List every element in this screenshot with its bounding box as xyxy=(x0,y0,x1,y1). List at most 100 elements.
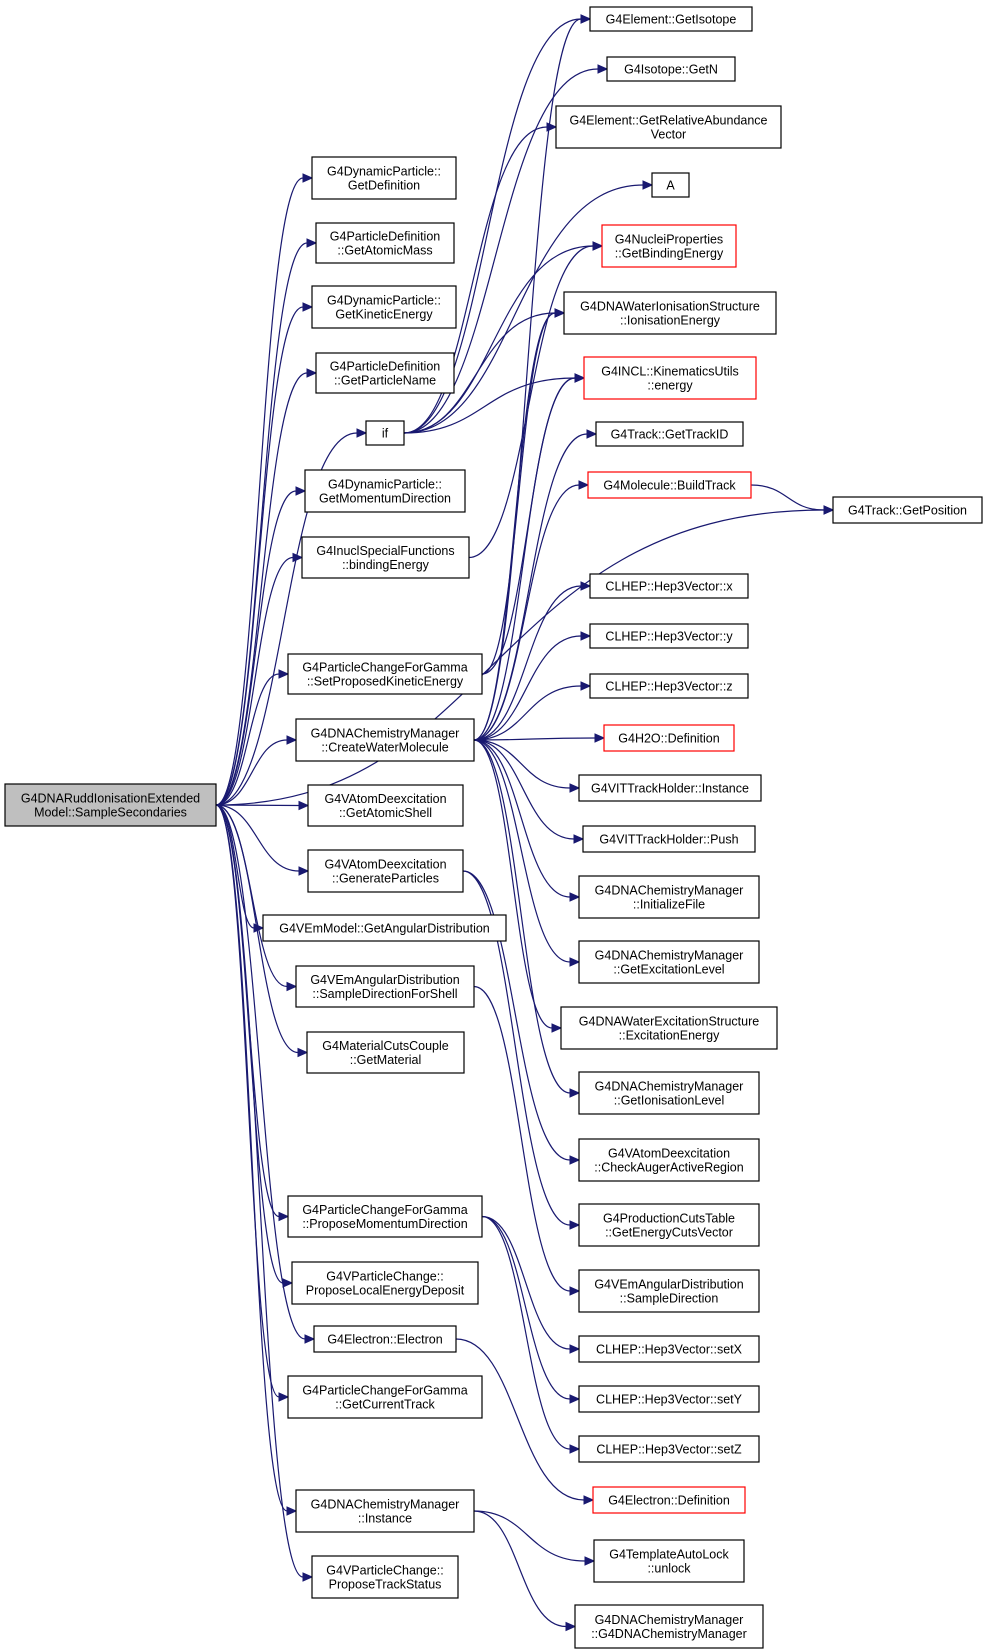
node-box-pd_atomicmass xyxy=(315,222,455,264)
edge-root-to-pd_atomicmass xyxy=(215,242,308,806)
node-label-track_id-0: G4Track::GetTrackID xyxy=(611,428,729,442)
node-label-chem_createwater-1: ::CreateWaterMolecule xyxy=(321,741,448,755)
arrowhead-chem_createwater-to-vit_inst xyxy=(569,783,581,793)
node-label-vpc_status-1: ProposeTrackStatus xyxy=(329,1578,442,1592)
node-atom_gen[interactable]: G4VAtomDeexcitation::GenerateParticles xyxy=(307,849,464,893)
node-box-hep_setz xyxy=(578,1435,760,1463)
node-pc_setkin[interactable]: G4ParticleChangeForGamma::SetProposedKin… xyxy=(287,653,483,695)
node-pc_curtrack[interactable]: G4ParticleChangeForGamma::GetCurrentTrac… xyxy=(287,1375,483,1419)
node-water_ion_en[interactable]: G4DNAWaterIonisationStructure::Ionisatio… xyxy=(563,291,777,335)
node-pc_propmom[interactable]: G4ParticleChangeForGamma::ProposeMomentu… xyxy=(287,1195,483,1238)
edge-if-to-a xyxy=(403,184,644,434)
node-chem_ionlevel[interactable]: G4DNAChemistryManager::GetIonisationLeve… xyxy=(578,1071,760,1115)
node-atom_shell[interactable]: G4VAtomDeexcitation::GetAtomicShell xyxy=(307,784,464,827)
node-label-chem_instance-1: ::Instance xyxy=(358,1512,412,1526)
arrowhead-root-to-chem_createwater xyxy=(286,735,298,745)
node-chem_exclevel[interactable]: G4DNAChemistryManager::GetExcitationLeve… xyxy=(578,940,760,984)
node-atom_auger[interactable]: G4VAtomDeexcitation::CheckAugerActiveReg… xyxy=(578,1138,760,1182)
node-el_isotope[interactable]: G4Element::GetIsotope xyxy=(589,6,753,32)
node-label-hep_x-0: CLHEP::Hep3Vector::x xyxy=(605,580,733,594)
node-box-dp_kinetic xyxy=(311,285,457,329)
arrowhead-chem_createwater-to-hep_z xyxy=(580,681,592,691)
node-root[interactable]: G4DNARuddIonisationExtendedModel::Sample… xyxy=(4,783,217,827)
edge-chem_createwater-to-hep_x xyxy=(473,585,582,741)
node-box-vit_push xyxy=(582,825,756,853)
node-incl_binding[interactable]: G4InuclSpecialFunctions::bindingEnergy xyxy=(301,536,470,579)
edge-pc_propmom-to-hep_sety xyxy=(481,1215,571,1400)
node-mol_build[interactable]: G4Molecule::BuildTrack xyxy=(587,471,752,499)
node-hep_setx[interactable]: CLHEP::Hep3Vector::setX xyxy=(578,1335,760,1363)
node-label-hep_sety-0: CLHEP::Hep3Vector::setY xyxy=(596,1393,743,1407)
node-label-chem_exclevel-0: G4DNAChemistryManager xyxy=(595,949,744,963)
node-h2o_def[interactable]: G4H2O::Definition xyxy=(603,724,735,752)
node-chem_instance[interactable]: G4DNAChemistryManager::Instance xyxy=(295,1489,475,1533)
node-label-dp_kinetic-1: GetKineticEnergy xyxy=(335,308,433,322)
node-pct_energy[interactable]: G4ProductionCutsTable::GetEnergyCutsVect… xyxy=(578,1203,760,1247)
node-dp_kinetic[interactable]: G4DynamicParticle::GetKineticEnergy xyxy=(311,285,457,329)
node-hep_setz[interactable]: CLHEP::Hep3Vector::setZ xyxy=(578,1435,760,1463)
edge-pc_propmom-to-hep_setx xyxy=(481,1215,571,1350)
edge-chem_createwater-to-vit_push xyxy=(473,739,575,840)
node-box-vit_inst xyxy=(578,774,762,802)
arrowhead-electron-to-el_def xyxy=(583,1495,595,1505)
node-mcc_mat[interactable]: G4MaterialCutsCouple::GetMaterial xyxy=(306,1031,465,1074)
node-pd_atomicmass[interactable]: G4ParticleDefinition::GetAtomicMass xyxy=(315,222,455,264)
edge-root-to-mcc_mat xyxy=(215,804,299,1054)
node-ang_shell[interactable]: G4VEmAngularDistribution::SampleDirectio… xyxy=(295,965,475,1008)
node-iso_getn[interactable]: G4Isotope::GetN xyxy=(606,56,736,82)
arrowhead-root-to-atom_gen xyxy=(298,866,310,876)
node-electron[interactable]: G4Electron::Electron xyxy=(313,1325,457,1353)
arrowhead-chem_createwater-to-chem_initfile xyxy=(569,892,581,902)
node-water_exc_en[interactable]: G4DNAWaterExcitationStructure::Excitatio… xyxy=(560,1006,778,1050)
node-vit_inst[interactable]: G4VITTrackHolder::Instance xyxy=(578,774,762,802)
node-el_def[interactable]: G4Electron::Definition xyxy=(592,1486,746,1514)
node-tmpl_unlock[interactable]: G4TemplateAutoLock::unlock xyxy=(593,1539,745,1583)
edge-root-to-pc_curtrack xyxy=(215,804,280,1398)
node-box-pd_name xyxy=(315,352,455,394)
node-incl_kin[interactable]: G4INCL::KinematicsUtils::energy xyxy=(583,356,757,400)
node-track_id[interactable]: G4Track::GetTrackID xyxy=(595,421,744,447)
node-hep_x[interactable]: CLHEP::Hep3Vector::x xyxy=(589,573,749,599)
node-nuc_binding[interactable]: G4NucleiProperties::GetBindingEnergy xyxy=(601,224,737,268)
node-vpc_status[interactable]: G4VParticleChange::ProposeTrackStatus xyxy=(311,1555,459,1599)
node-chem_initfile[interactable]: G4DNAChemistryManager::InitializeFile xyxy=(578,875,760,919)
node-box-water_exc_en xyxy=(560,1006,778,1050)
arrowhead-root-to-atom_shell xyxy=(298,800,310,811)
node-label-chem_ionlevel-0: G4DNAChemistryManager xyxy=(595,1080,744,1094)
node-pd_name[interactable]: G4ParticleDefinition::GetParticleName xyxy=(315,352,455,394)
node-hep_y[interactable]: CLHEP::Hep3Vector::y xyxy=(589,623,749,649)
node-vpc_local[interactable]: G4VParticleChange::ProposeLocalEnergyDep… xyxy=(291,1261,479,1305)
node-a[interactable]: A xyxy=(651,172,690,198)
node-label-chem_instance-0: G4DNAChemistryManager xyxy=(311,1498,460,1512)
node-vit_push[interactable]: G4VITTrackHolder::Push xyxy=(582,825,756,853)
node-label-chem_exclevel-1: ::GetExcitationLevel xyxy=(613,963,724,977)
node-label-dp_getdef-0: G4DynamicParticle:: xyxy=(327,165,441,179)
node-chem_ctor[interactable]: G4DNAChemistryManager::G4DNAChemistryMan… xyxy=(574,1604,764,1649)
node-dp_momdir[interactable]: G4DynamicParticle::GetMomentumDirection xyxy=(304,469,466,513)
node-box-hep_z xyxy=(589,673,749,699)
node-label-incl_binding-0: G4InuclSpecialFunctions xyxy=(316,544,454,558)
node-ang_sample[interactable]: G4VEmAngularDistribution::SampleDirectio… xyxy=(578,1269,760,1313)
node-track_pos[interactable]: G4Track::GetPosition xyxy=(832,496,983,524)
node-label-nuc_binding-1: ::GetBindingEnergy xyxy=(615,247,724,261)
node-label-el_relab-0: G4Element::GetRelativeAbundance xyxy=(569,114,767,128)
node-box-vpc_local xyxy=(291,1261,479,1305)
node-label-nuc_binding-0: G4NucleiProperties xyxy=(615,233,723,247)
node-dp_getdef[interactable]: G4DynamicParticle::GetDefinition xyxy=(311,156,457,200)
node-box-h2o_def xyxy=(603,724,735,752)
node-em_angdist[interactable]: G4VEmModel::GetAngularDistribution xyxy=(262,914,507,942)
arrowhead-mol_build-to-track_pos xyxy=(823,505,835,515)
arrowhead-root-to-incl_binding xyxy=(292,552,304,563)
arrowhead-chem_createwater-to-h2o_def xyxy=(594,733,606,743)
node-label-chem_initfile-1: ::InitializeFile xyxy=(633,898,705,912)
node-if[interactable]: if xyxy=(365,420,405,446)
node-chem_createwater[interactable]: G4DNAChemistryManager::CreateWaterMolecu… xyxy=(295,718,475,762)
node-label-atom_gen-0: G4VAtomDeexcitation xyxy=(324,858,446,872)
edge-root-to-chem_createwater xyxy=(215,739,288,806)
node-hep_sety[interactable]: CLHEP::Hep3Vector::setY xyxy=(578,1385,760,1413)
edge-chem_createwater-to-hep_y xyxy=(473,635,582,741)
node-hep_z[interactable]: CLHEP::Hep3Vector::z xyxy=(589,673,749,699)
edge-if-to-el_relab xyxy=(403,126,548,434)
node-box-mol_build xyxy=(587,471,752,499)
